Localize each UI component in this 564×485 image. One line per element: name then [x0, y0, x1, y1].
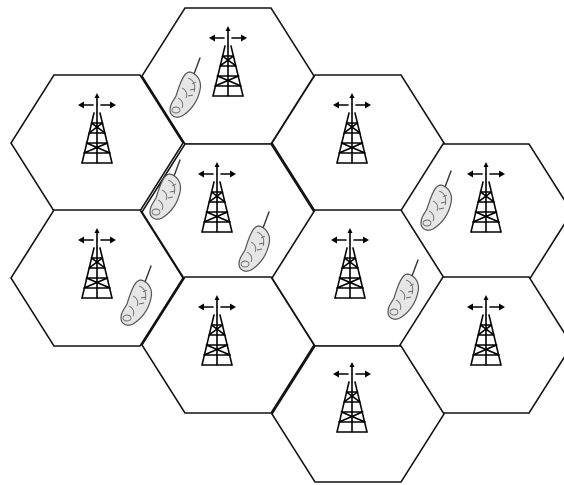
cell-hexagon-layer: [11, 8, 564, 482]
